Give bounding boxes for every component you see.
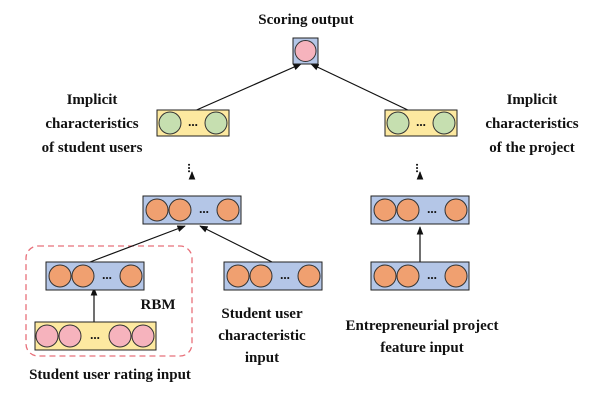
project-hidden-node-2 <box>396 198 420 222</box>
student-char-input-node-2 <box>249 264 273 288</box>
project-hidden-node-1 <box>373 198 397 222</box>
project-hidden-layer: ... <box>370 195 470 225</box>
rating-input-node-2 <box>58 324 82 348</box>
implicit-project-label-line-3: of the project <box>489 140 575 156</box>
edge-charinput-to-merge <box>199 225 273 263</box>
project-hidden-ellipsis: ... <box>427 201 437 216</box>
student-merge-node-3 <box>216 198 240 222</box>
rbm-hidden-layer: ... <box>45 261 145 291</box>
project-feature-input-layer: ... <box>370 261 470 291</box>
project-hidden-node-3 <box>444 198 468 222</box>
project-feature-input-node-2 <box>396 264 420 288</box>
edge-rbm-to-merge <box>89 225 186 263</box>
rating-input-layer: ... <box>34 321 157 351</box>
implicit-student-layer: ... <box>156 109 230 137</box>
edge-project-to-output <box>310 63 413 113</box>
implicit-project-layer: ... <box>384 109 458 137</box>
student-merge-ellipsis: ... <box>199 201 209 216</box>
student-merge-node-2 <box>168 198 192 222</box>
scoring-output-label: Scoring output <box>258 12 353 28</box>
implicit-project-ellipsis: ... <box>416 114 426 129</box>
implicit-student-node-2 <box>204 111 228 135</box>
project-feature-input-label-line-2: feature input <box>380 340 463 356</box>
scoring-output-circle <box>294 40 317 62</box>
project-feature-input-label-line-1: Entrepreneurial project <box>346 318 499 334</box>
student-char-input-node-1 <box>226 264 250 288</box>
implicit-student-label-line-2: characteristics <box>45 116 138 132</box>
student-char-input-label-line-3: input <box>245 350 279 366</box>
edge-student-to-output <box>191 63 302 113</box>
project-feature-input-node-1 <box>373 264 397 288</box>
project-vertical-ellipsis: ... <box>413 163 428 173</box>
student-merge-node-1 <box>145 198 169 222</box>
rbm-hidden-node-2 <box>71 264 95 288</box>
rbm-label: RBM <box>141 297 176 313</box>
rating-input-label: Student user rating input <box>29 367 191 383</box>
scoring-output-node <box>292 37 319 65</box>
implicit-project-label-line-2: characteristics <box>485 116 578 132</box>
rbm-region <box>25 245 193 357</box>
implicit-project-label-line-1: Implicit <box>507 92 558 108</box>
implicit-student-label-line-1: Implicit <box>67 92 118 108</box>
implicit-project-node-1 <box>386 111 410 135</box>
rbm-hidden-ellipsis: ... <box>102 267 112 282</box>
student-merge-layer: ... <box>142 195 242 225</box>
student-char-input-label-line-2: characteristic <box>218 328 306 344</box>
implicit-project-node-2 <box>432 111 456 135</box>
edges <box>89 63 424 322</box>
implicit-student-node-1 <box>158 111 182 135</box>
rbm-hidden-node-3 <box>119 264 143 288</box>
project-feature-input-ellipsis: ... <box>427 267 437 282</box>
rating-input-node-1 <box>35 324 59 348</box>
implicit-student-label-line-3: of student users <box>42 140 143 156</box>
implicit-student-ellipsis: ... <box>188 114 198 129</box>
rbm-hidden-node-1 <box>48 264 72 288</box>
student-char-input-layer: ... <box>223 261 323 291</box>
rating-input-ellipsis: ... <box>90 327 100 342</box>
student-vertical-ellipsis: ... <box>185 163 200 173</box>
project-feature-input-node-3 <box>444 264 468 288</box>
student-char-input-label-line-1: Student user <box>221 306 303 322</box>
rating-input-node-3 <box>108 324 132 348</box>
student-char-input-node-3 <box>297 264 321 288</box>
student-char-input-ellipsis: ... <box>280 267 290 282</box>
rating-input-node-4 <box>131 324 155 348</box>
